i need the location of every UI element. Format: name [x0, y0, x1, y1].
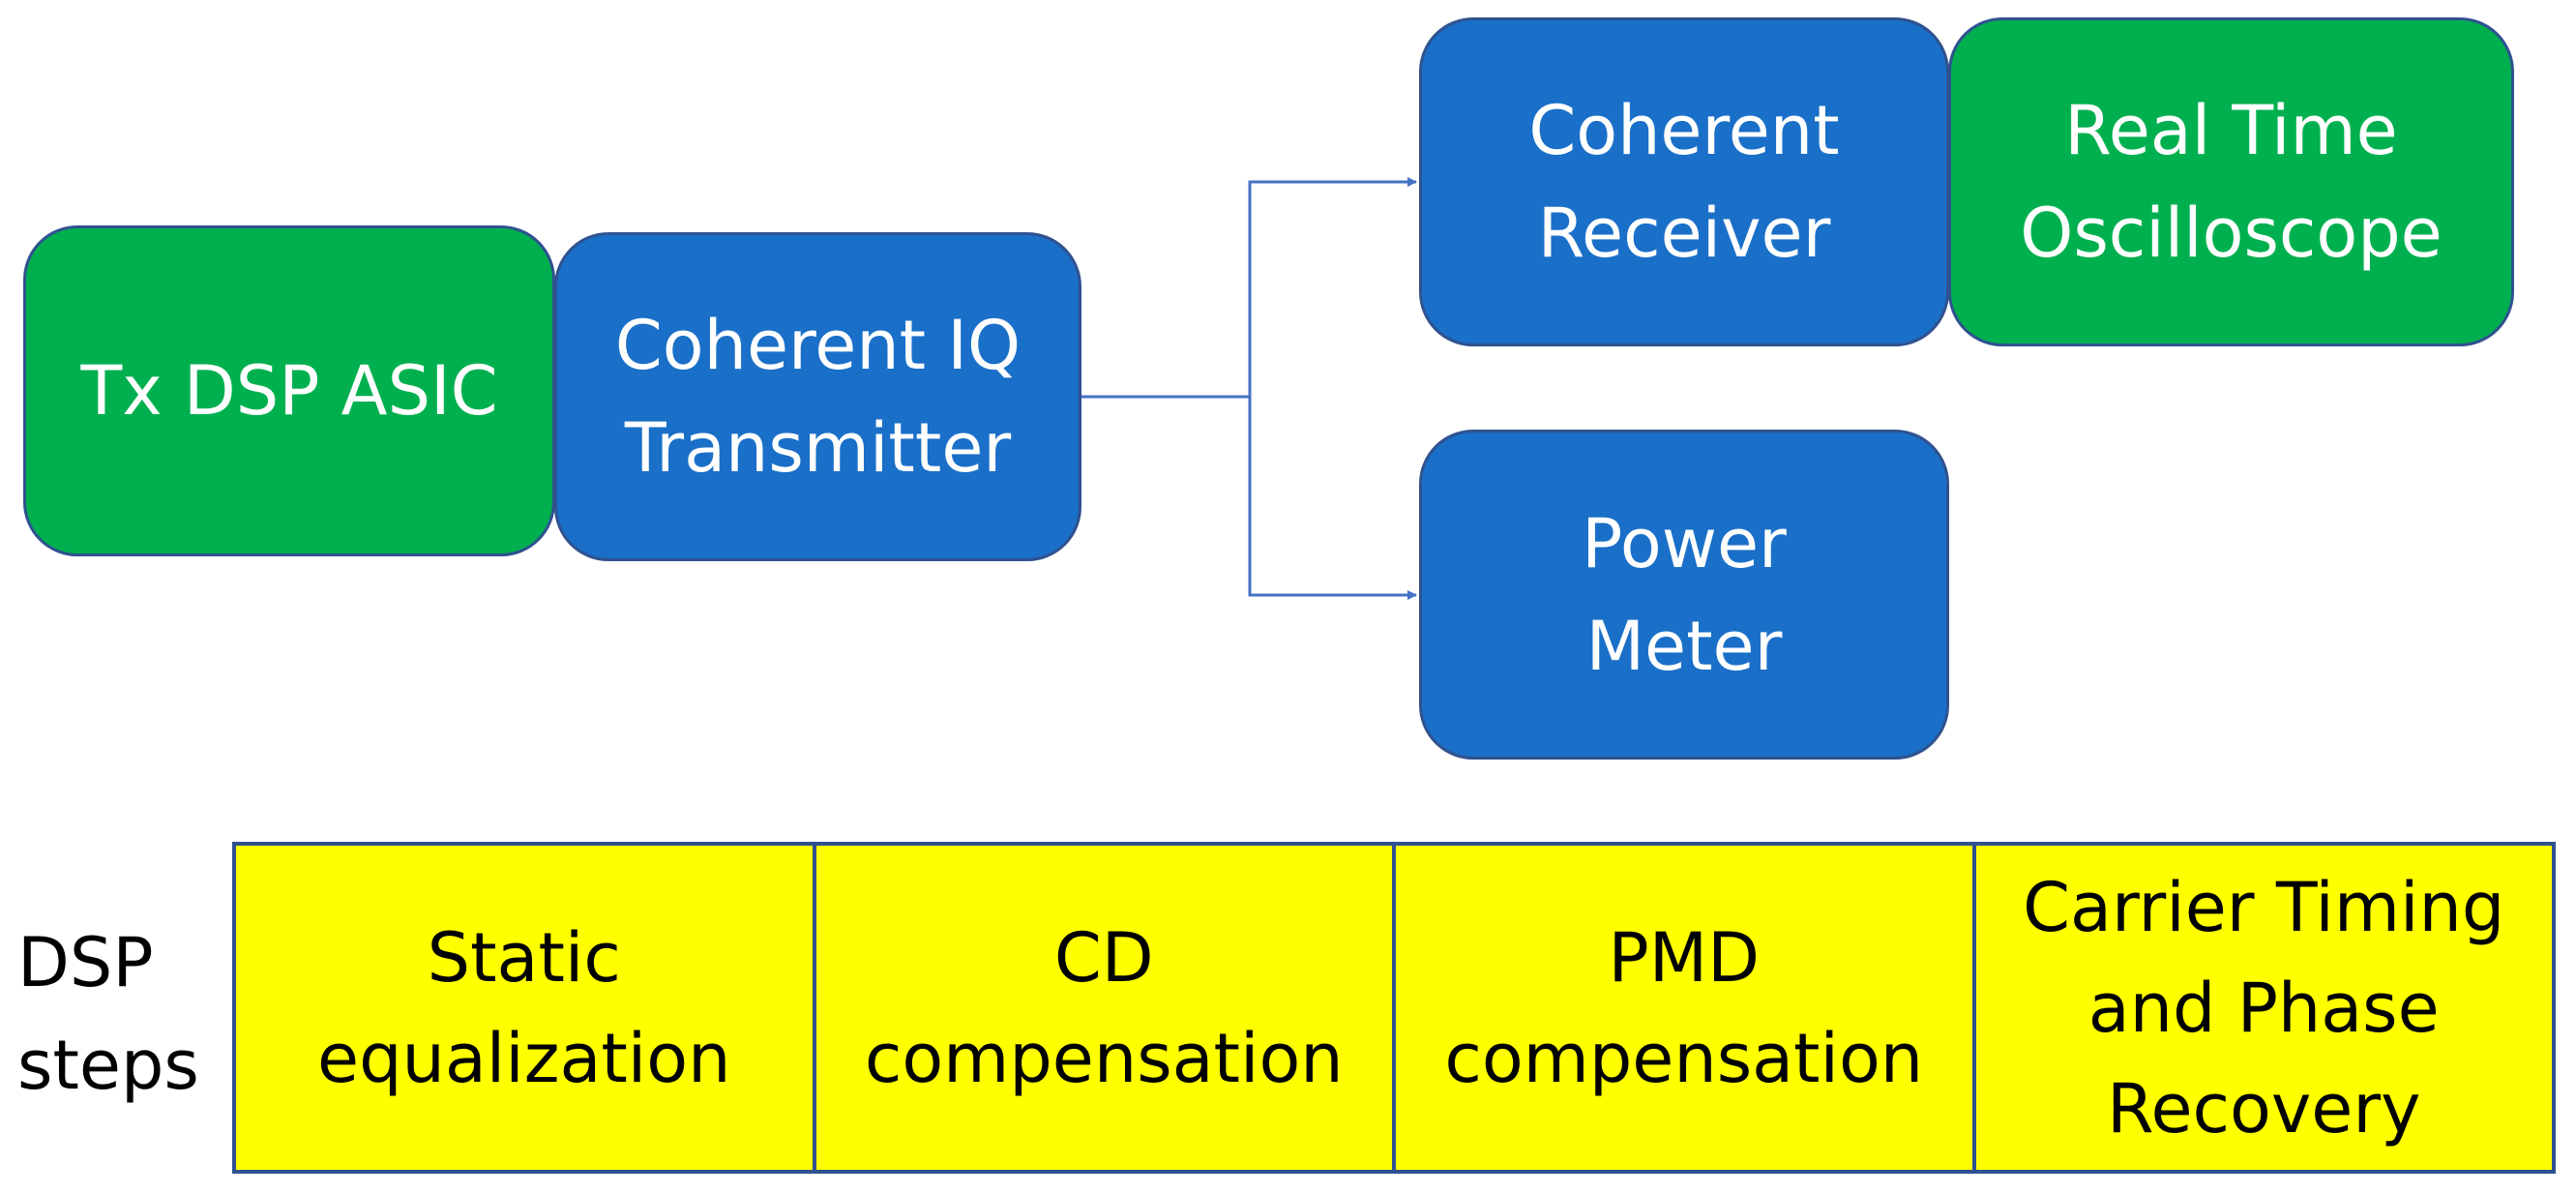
step-label-line: PMD: [1608, 917, 1760, 998]
power-meter-block: Power Meter: [1419, 430, 1949, 760]
block-label-line: Real Time: [2064, 91, 2398, 170]
dsp-steps-table: Static equalization CD compensation PMD …: [232, 842, 2556, 1174]
block-label-line: Power: [1582, 503, 1787, 583]
step-label-line: compensation: [864, 1018, 1344, 1098]
real-time-oscilloscope-block: Real Time Oscilloscope: [1948, 17, 2514, 346]
dsp-label-line: DSP: [17, 923, 154, 1002]
step-label-line: Recovery: [2106, 1068, 2421, 1149]
arrow-to-coherent-receiver: [1248, 177, 1417, 397]
arrow-to-power-meter: [1248, 397, 1417, 600]
block-label-line: Meter: [1585, 606, 1783, 686]
tx-dsp-asic-block: Tx DSP ASIC: [23, 225, 555, 556]
dsp-step-static-equalization: Static equalization: [236, 846, 816, 1170]
step-label-line: and Phase: [2087, 968, 2440, 1048]
block-label-line: Receiver: [1537, 194, 1831, 273]
step-label-line: equalization: [317, 1018, 731, 1098]
block-label-line: Transmitter: [624, 408, 1012, 488]
coherent-iq-transmitter-block: Coherent IQ Transmitter: [554, 232, 1081, 561]
block-label-line: Coherent: [1528, 91, 1840, 170]
dsp-step-cd-compensation: CD compensation: [816, 846, 1396, 1170]
block-label-line: Coherent IQ: [614, 306, 1022, 385]
coherent-receiver-block: Coherent Receiver: [1419, 17, 1949, 346]
step-label-line: compensation: [1444, 1018, 1924, 1098]
dsp-label-line: steps: [17, 1026, 199, 1105]
dsp-step-carrier-timing-phase-recovery: Carrier Timing and Phase Recovery: [1976, 846, 2553, 1170]
dsp-step-pmd-compensation: PMD compensation: [1396, 846, 1976, 1170]
step-label-line: Carrier Timing: [2023, 867, 2505, 947]
block-label-line: Oscilloscope: [2020, 194, 2443, 273]
dsp-steps-label: DSP steps: [17, 911, 199, 1117]
block-label-line: Tx DSP ASIC: [80, 351, 498, 431]
step-label-line: Static: [427, 917, 621, 998]
step-label-line: CD: [1053, 917, 1154, 998]
